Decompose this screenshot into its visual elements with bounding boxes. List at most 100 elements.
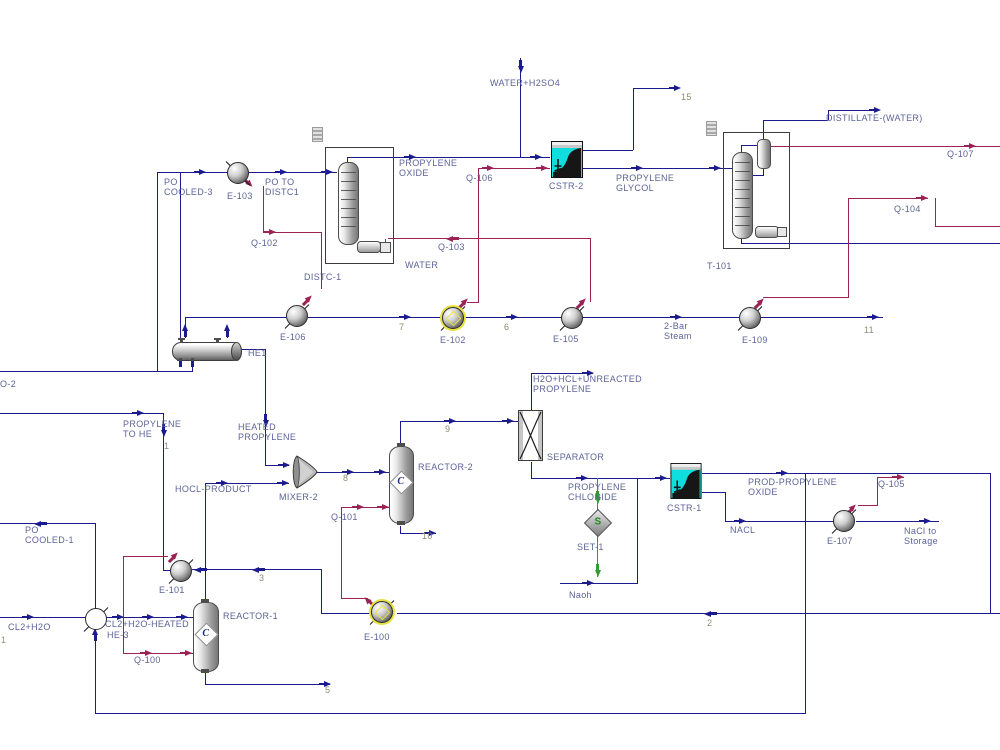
label-set-1[interactable]: SET-1	[577, 542, 604, 552]
material-stream-line[interactable]	[185, 317, 286, 319]
label-stream-1b[interactable]: 1	[164, 441, 170, 451]
heat-stream-line[interactable]	[341, 598, 368, 600]
material-stream-line[interactable]	[347, 157, 550, 159]
heat-stream-line[interactable]	[858, 505, 878, 507]
material-stream-line[interactable]	[750, 175, 764, 177]
stream-arrow-icon[interactable]	[215, 479, 229, 487]
label-water[interactable]: WATER	[405, 260, 439, 270]
stream-arrow-icon[interactable]	[775, 469, 789, 477]
stream-arrow-icon[interactable]	[915, 194, 929, 202]
label-reactor-2[interactable]: REACTOR-2	[418, 462, 473, 472]
material-stream-line[interactable]	[321, 569, 323, 614]
stream-arrow-icon[interactable]	[535, 164, 549, 172]
material-stream-line[interactable]	[583, 168, 723, 170]
stream-arrow-icon[interactable]	[376, 503, 390, 511]
stream-arrow-icon[interactable]	[654, 474, 668, 482]
material-stream-line[interactable]	[741, 237, 743, 243]
material-stream-line[interactable]	[741, 243, 1000, 245]
heat-stream-line[interactable]	[321, 232, 323, 289]
stream-arrow-icon[interactable]	[918, 517, 932, 525]
stream-arrow-icon[interactable]	[575, 474, 589, 482]
material-stream-line[interactable]	[400, 421, 402, 443]
label-q-102[interactable]: Q-102	[251, 238, 278, 248]
e-100-exchanger[interactable]	[369, 599, 395, 625]
material-stream-line[interactable]	[633, 88, 678, 90]
heat-stream-line[interactable]	[478, 168, 480, 303]
stream-arrow-icon[interactable]	[351, 503, 365, 511]
stream-arrow-icon[interactable]	[501, 417, 515, 425]
material-stream-line[interactable]	[95, 713, 806, 715]
t-101-column[interactable]	[723, 132, 790, 249]
material-stream-line[interactable]	[400, 526, 402, 533]
label-q-101[interactable]: Q-101	[331, 512, 358, 522]
label-he1[interactable]: HE1	[248, 348, 267, 358]
stream-arrow-icon[interactable]	[529, 153, 543, 161]
stream-arrow-icon[interactable]	[21, 613, 35, 621]
distc-1-column[interactable]	[325, 147, 394, 264]
e-106-exchanger[interactable]	[284, 303, 310, 329]
label-distillate-water[interactable]: DISTILLATE-(WATER)	[826, 113, 923, 123]
label-e-109[interactable]: E-109	[742, 335, 768, 345]
stream-arrow-icon[interactable]	[181, 324, 189, 337]
label-stream-10[interactable]: 10	[422, 531, 433, 541]
material-stream-line[interactable]	[763, 167, 765, 175]
material-stream-line[interactable]	[0, 371, 192, 373]
stream-arrow-icon[interactable]	[505, 313, 519, 321]
cstr-2-reactor[interactable]	[551, 141, 583, 178]
label-cl2-h2o[interactable]: CL2+H2O	[8, 622, 51, 632]
stream-arrow-icon[interactable]	[320, 168, 334, 176]
he1-shell-tube[interactable]	[172, 338, 242, 361]
heat-stream-line[interactable]	[263, 232, 322, 234]
heat-stream-line[interactable]	[877, 477, 879, 506]
material-stream-line[interactable]	[531, 373, 593, 375]
material-stream-line[interactable]	[400, 533, 436, 535]
label-propylene-to-he[interactable]: PROPYLENE TO HE	[123, 419, 182, 439]
separator-block[interactable]	[518, 410, 543, 461]
heat-stream-line[interactable]	[770, 146, 1000, 148]
stream-arrow-icon[interactable]	[704, 610, 717, 617]
material-stream-line[interactable]	[321, 613, 372, 615]
material-stream-line[interactable]	[761, 317, 883, 319]
stream-arrow-icon[interactable]	[193, 168, 207, 176]
stream-arrow-icon[interactable]	[139, 649, 153, 657]
heat-stream-line[interactable]	[848, 198, 928, 200]
material-stream-line[interactable]	[0, 413, 163, 415]
reactor-2-vessel[interactable]: C	[389, 443, 414, 525]
stream-arrow-icon[interactable]	[594, 563, 601, 577]
stream-arrow-icon[interactable]	[141, 613, 155, 621]
stream-arrow-icon[interactable]	[733, 517, 747, 525]
stream-arrow-icon[interactable]	[668, 84, 682, 92]
e-109-exchanger[interactable]	[737, 305, 763, 331]
heat-stream-line[interactable]	[388, 238, 591, 240]
material-stream-line[interactable]	[520, 58, 522, 157]
material-stream-line[interactable]	[633, 88, 635, 150]
material-stream-line[interactable]	[531, 373, 533, 412]
material-stream-line[interactable]	[265, 349, 267, 465]
material-stream-line[interactable]	[828, 110, 830, 120]
label-hocl-product[interactable]: HOCL-PRODUCT	[175, 484, 252, 494]
material-stream-line[interactable]	[725, 492, 727, 521]
heat-stream-line[interactable]	[848, 198, 850, 298]
heat-stream-line[interactable]	[763, 297, 849, 299]
label-e-103[interactable]: E-103	[227, 191, 253, 201]
heat-stream-line[interactable]	[341, 507, 389, 509]
stream-arrow-icon[interactable]	[373, 468, 387, 476]
label-q-105[interactable]: Q-105	[878, 479, 905, 489]
material-stream-line[interactable]	[763, 120, 765, 140]
heat-stream-line[interactable]	[935, 198, 937, 227]
label-two-bar-steam[interactable]: 2-Bar Steam	[664, 321, 692, 341]
label-stream-6[interactable]: 6	[504, 322, 510, 332]
heat-stream-line[interactable]	[123, 556, 168, 558]
label-he-3[interactable]: HE-3	[107, 630, 129, 640]
material-stream-line[interactable]	[240, 349, 266, 351]
reactor-1-vessel[interactable]: C	[193, 599, 219, 673]
material-stream-line[interactable]	[531, 462, 533, 478]
material-stream-line[interactable]	[828, 110, 878, 112]
label-stream-5[interactable]: 5	[325, 685, 331, 695]
material-stream-line[interactable]	[856, 521, 939, 523]
mixer-2-block[interactable]	[291, 455, 318, 489]
material-stream-line[interactable]	[157, 172, 159, 371]
material-stream-line[interactable]	[583, 317, 739, 319]
heat-stream-line[interactable]	[341, 507, 343, 599]
stream-arrow-icon[interactable]	[403, 153, 417, 161]
